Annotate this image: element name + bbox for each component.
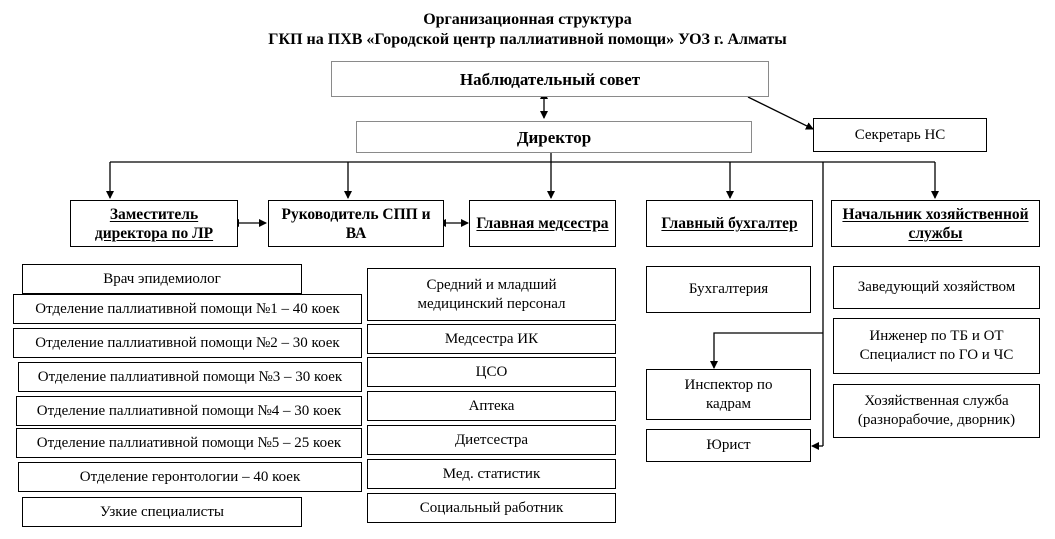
gerontology-dept-box: Отделение геронтологии – 40 коек <box>18 462 362 492</box>
director-box: Директор <box>356 121 752 153</box>
accounting-box: Бухгалтерия <box>646 266 811 313</box>
ic-nurse-box: Медсестра ИК <box>367 324 616 354</box>
deputy-director-label: Заместитель директора по ЛР <box>94 205 214 242</box>
dietitian-box: Диетсестра <box>367 425 616 455</box>
epidemiologist-box: Врач эпидемиолог <box>22 264 302 294</box>
med-statistician-box: Мед. статистик <box>367 459 616 489</box>
economy-head-label: Начальник хозяйственной службы <box>842 205 1029 242</box>
chart-title-line-1: Организационная структура <box>423 11 632 28</box>
hr-inspector-box: Инспектор по кадрам <box>646 369 811 420</box>
head-nurse-box: Главная медсестра <box>469 200 616 247</box>
supervisory-council-box: Наблюдательный совет <box>331 61 769 97</box>
deputy-director-box: Заместитель директора по ЛР <box>70 200 238 247</box>
narrow-specialists-box: Узкие специалисты <box>22 497 302 527</box>
economy-service-box: Хозяйственная служба (разнорабочие, двор… <box>833 384 1040 438</box>
spp-head-box: Руководитель СПП и ВА <box>268 200 444 247</box>
safety-engineer-box: Инженер по ТБ и ОТ Специалист по ГО и ЧС <box>833 318 1040 374</box>
palliative-dept-2-box: Отделение паллиативной помощи №2 – 30 ко… <box>13 328 362 358</box>
social-worker-box: Социальный работник <box>367 493 616 523</box>
economy-head-box: Начальник хозяйственной службы <box>831 200 1040 247</box>
cso-box: ЦСО <box>367 357 616 387</box>
head-nurse-label: Главная медсестра <box>476 215 609 232</box>
chief-accountant-box: Главный бухгалтер <box>646 200 813 247</box>
lawyer-box: Юрист <box>646 429 811 462</box>
palliative-dept-3-box: Отделение паллиативной помощи №3 – 30 ко… <box>18 362 362 392</box>
pharmacy-box: Аптека <box>367 391 616 421</box>
chart-title-line-2: ГКП на ПХВ «Городской центр паллиативной… <box>268 31 787 48</box>
palliative-dept-4-box: Отделение паллиативной помощи №4 – 30 ко… <box>16 396 362 426</box>
palliative-dept-5-box: Отделение паллиативной помощи №5 – 25 ко… <box>16 428 362 458</box>
medical-staff-box: Средний и младший медицинский персонал <box>367 268 616 321</box>
secretary-box: Секретарь НС <box>813 118 987 152</box>
chief-accountant-label: Главный бухгалтер <box>661 215 798 232</box>
economy-manager-box: Заведующий хозяйством <box>833 266 1040 309</box>
palliative-dept-1-box: Отделение паллиативной помощи №1 – 40 ко… <box>13 294 362 324</box>
